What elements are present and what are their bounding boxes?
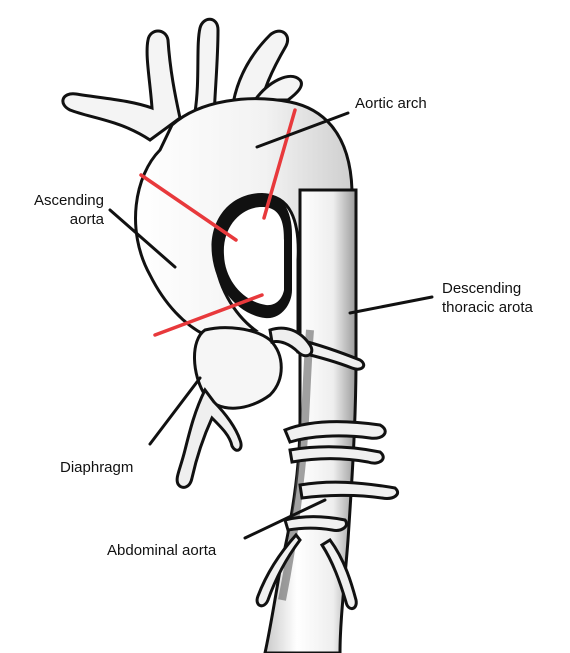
- label-ascending-aorta: Ascending aorta: [14, 191, 104, 229]
- brachiocephalic-branch: [63, 31, 180, 140]
- label-ascending-aorta-line1: Ascending: [14, 191, 104, 210]
- label-aortic-arch: Aortic arch: [355, 94, 427, 113]
- label-abdominal-aorta: Abdominal aorta: [107, 541, 216, 560]
- leader-descending-aorta: [350, 297, 432, 313]
- label-descending-line1: Descending: [442, 279, 533, 298]
- label-ascending-aorta-line2: aorta: [14, 210, 104, 229]
- label-descending-thoracic-aorta: Descending thoracic arota: [442, 279, 533, 317]
- label-descending-line2: thoracic arota: [442, 298, 533, 317]
- label-diaphragm: Diaphragm: [60, 458, 133, 477]
